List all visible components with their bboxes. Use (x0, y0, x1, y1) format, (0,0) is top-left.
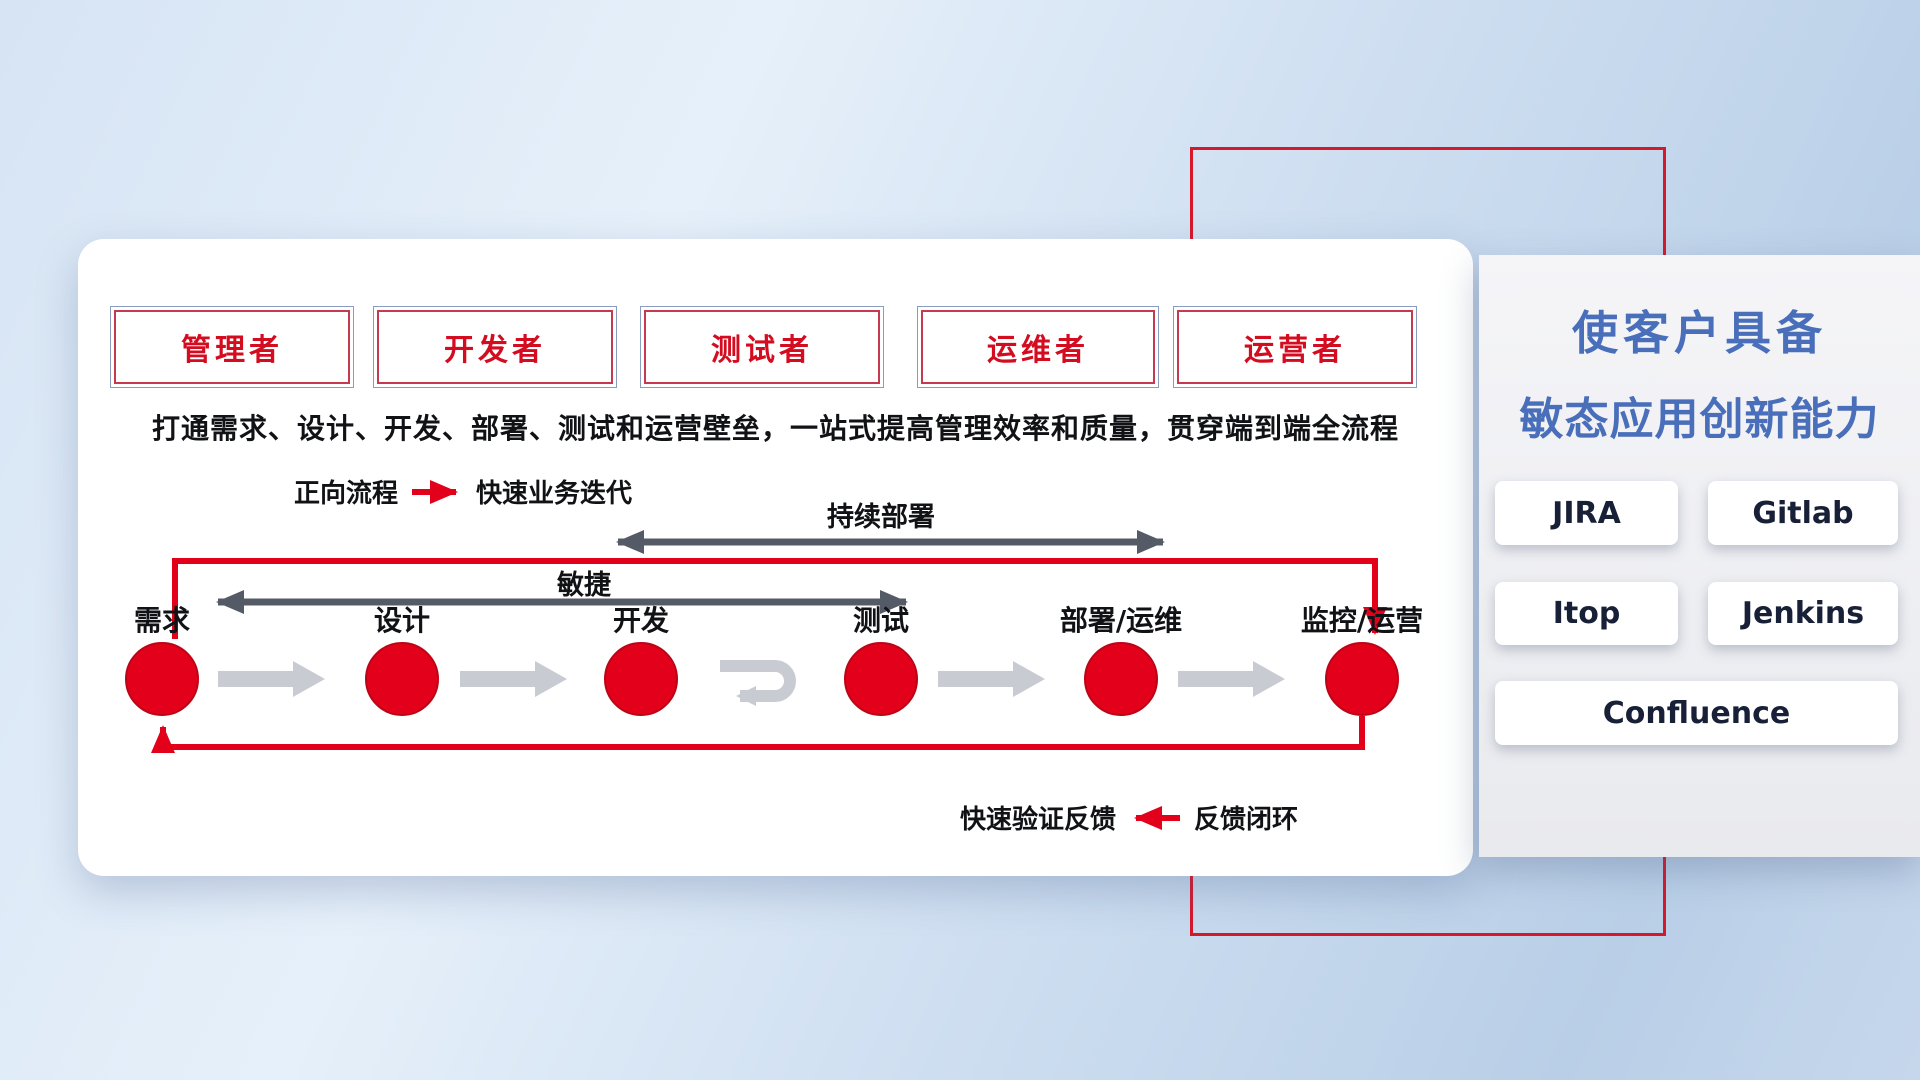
stage-circle-requirements (125, 642, 199, 716)
left-arrow-icon (1134, 805, 1181, 830)
feedback-label: 快速验证反馈 (960, 805, 1117, 835)
tool-button-confluence[interactable]: Confluence (1495, 681, 1898, 745)
stage-label-monitor-operations: 监控/运营 (1300, 604, 1424, 637)
tool-button-itop[interactable]: Itop (1495, 582, 1678, 645)
role-box-ops: 运维者 (917, 306, 1159, 388)
iteration-loop-icon (720, 660, 796, 706)
stage-label-requirements: 需求 (133, 604, 190, 637)
stage-circles (125, 642, 1399, 716)
panel-title-line2: 敏态应用创新能力 (1519, 394, 1880, 445)
stage-circle-development (604, 642, 678, 716)
forward-loop-line (172, 558, 1387, 639)
role-label: 开发者 (444, 333, 546, 368)
card-subtitle: 打通需求、设计、开发、部署、测试和运营壁垒，一站式提高管理效率和质量，贯穿端到端… (151, 412, 1399, 445)
stage-label-development: 开发 (612, 604, 669, 637)
forward-flow-value: 快速业务迭代 (476, 479, 633, 509)
feedback-legend: 快速验证反馈 反馈闭环 (960, 799, 1298, 836)
right-arrow-icon (412, 479, 459, 504)
panel-title-line1: 使客户具备 (1572, 306, 1827, 360)
stage-label-design: 设计 (373, 604, 430, 637)
role-box-manager: 管理者 (110, 306, 354, 388)
stage-label-testing: 测试 (852, 604, 909, 637)
feedback-value: 反馈闭环 (1194, 805, 1299, 835)
forward-flow-legend: 正向流程 快速业务迭代 (294, 473, 632, 510)
tool-button-gitlab[interactable]: Gitlab (1708, 481, 1898, 545)
capability-panel: 使客户具备 敏态应用创新能力 JIRA Gitlab Itop Jenkins … (1479, 255, 1920, 857)
role-label: 运营者 (1244, 333, 1346, 368)
role-label: 测试者 (711, 333, 813, 368)
tool-button-jenkins[interactable]: Jenkins (1708, 582, 1898, 645)
role-box-developer: 开发者 (373, 306, 617, 388)
stage-circle-design (365, 642, 439, 716)
role-box-tester: 测试者 (640, 306, 884, 388)
role-box-operator: 运营者 (1173, 306, 1417, 388)
stage-label-deploy-ops: 部署/运维 (1059, 604, 1183, 637)
stage-circle-testing (844, 642, 918, 716)
stage-circle-monitor-operations (1325, 642, 1399, 716)
continuous-deploy-label: 持续部署 (827, 502, 935, 533)
tool-button-jira[interactable]: JIRA (1495, 481, 1678, 545)
role-label: 管理者 (181, 333, 283, 368)
stage-circle-deploy-ops (1084, 642, 1158, 716)
feedback-loop-line (151, 716, 1365, 753)
forward-flow-label: 正向流程 (294, 479, 399, 509)
role-label: 运维者 (987, 333, 1089, 368)
workflow-card: 管理者 开发者 测试者 运维者 运营者 打通需求、设计、开发、部署、测试和运营壁… (78, 239, 1473, 876)
flow-diagram (125, 530, 1399, 753)
